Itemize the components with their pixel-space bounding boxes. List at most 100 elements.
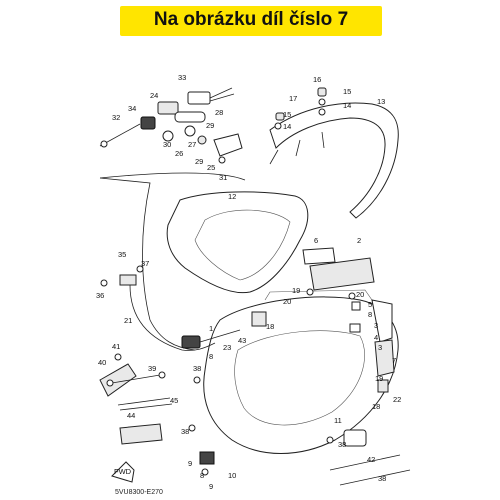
- part-38c-bolt: [188, 424, 196, 432]
- part-10-block: [199, 451, 215, 465]
- part-25-shape: [218, 156, 226, 164]
- callout-34: 34: [128, 104, 136, 113]
- fwd-label: FWD: [114, 467, 132, 476]
- callout-36: 36: [96, 291, 104, 300]
- diagram-code: 5VU8300-E270: [115, 489, 163, 496]
- callout-39: 39: [148, 364, 156, 373]
- part-44-pad: [119, 423, 163, 445]
- part-2-pad: [309, 257, 375, 291]
- part-16-cap: [317, 87, 327, 97]
- callout-23: 23: [223, 343, 231, 352]
- part-12-liner: [166, 191, 309, 294]
- callout-numbers: 33 24 34 28 32 29 30 26 27 29 25 31 16 1…: [96, 73, 401, 491]
- callout-4: 4: [374, 333, 378, 342]
- part-30-shape: [162, 130, 174, 142]
- part-3-clip: [349, 323, 361, 333]
- callout-14b: 14: [283, 122, 291, 131]
- part-29-shape: [213, 133, 243, 157]
- callout-29b: 29: [195, 157, 203, 166]
- callout-20b: 20: [356, 290, 364, 299]
- callout-38c: 38: [338, 440, 346, 449]
- part-19-bolt: [306, 288, 314, 296]
- callout-37: 37: [141, 259, 149, 268]
- part-15b-washer: [274, 122, 282, 130]
- callout-19b: 19: [375, 374, 383, 383]
- callout-44: 44: [127, 411, 135, 420]
- part-43-connector: [181, 335, 201, 349]
- inset-leader-line: [99, 177, 196, 351]
- part-36-bolt: [100, 279, 108, 287]
- callout-15: 15: [343, 87, 351, 96]
- part-45-strap: [117, 397, 173, 411]
- part-33-wire: [209, 87, 235, 102]
- part-1-storage-box: [203, 296, 399, 454]
- part-number-banner: Na obrázku díl číslo 7: [120, 6, 382, 36]
- part-15-washer: [318, 108, 326, 116]
- callout-30: 30: [163, 140, 171, 149]
- part-21-cable: [129, 284, 216, 351]
- callout-25: 25: [207, 163, 215, 172]
- callout-17: 17: [289, 94, 297, 103]
- part-27-shape: [197, 135, 207, 145]
- callout-38b: 38: [181, 427, 189, 436]
- callout-10: 10: [228, 471, 236, 480]
- callout-42: 42: [367, 455, 375, 464]
- callout-38: 38: [193, 364, 201, 373]
- part-39-end-a: [106, 379, 114, 387]
- part-13-mounts: [269, 131, 325, 165]
- part-39-end-b: [158, 371, 166, 379]
- fwd-arrow-icon: [111, 461, 135, 483]
- callout-9: 9: [188, 459, 192, 468]
- callout-1: 1: [209, 324, 213, 333]
- callout-12: 12: [228, 192, 236, 201]
- callout-9b: 9: [209, 482, 213, 491]
- callout-33: 33: [178, 73, 186, 82]
- callout-7: 7: [392, 356, 396, 365]
- callout-6: 6: [314, 236, 318, 245]
- part-1-inner-wall: [234, 330, 365, 426]
- callout-40: 40: [98, 358, 106, 367]
- part-32-end: [100, 140, 108, 148]
- callout-41: 41: [112, 342, 120, 351]
- callout-22: 22: [393, 395, 401, 404]
- part-8-bracket: [251, 311, 267, 327]
- part-38-bolt: [326, 436, 334, 444]
- part-42-pad: [343, 429, 367, 447]
- callout-18b: 18: [266, 322, 274, 331]
- callout-8: 8: [368, 310, 372, 319]
- banner-text: Na obrázku díl číslo 7: [153, 9, 349, 30]
- callout-13: 13: [377, 97, 385, 106]
- inset-separator-line: [99, 172, 246, 181]
- callout-20: 20: [283, 297, 291, 306]
- callout-35: 35: [118, 250, 126, 259]
- callout-3: 3: [374, 321, 378, 330]
- part-34-shape: [140, 116, 156, 130]
- callout-18: 18: [372, 402, 380, 411]
- part-37-bolt: [136, 265, 144, 273]
- part-40-bracket: [99, 363, 137, 397]
- callout-15b: 15: [283, 110, 291, 119]
- part-7-latch: [374, 339, 395, 377]
- callout-8b: 8: [209, 352, 213, 361]
- callout-24: 24: [150, 91, 158, 100]
- callout-5: 5: [368, 300, 372, 309]
- callout-11: 11: [334, 416, 342, 425]
- part-14-washer: [318, 98, 326, 106]
- callout-8c: 8: [200, 471, 204, 480]
- part-24-shape: [157, 101, 179, 115]
- part-20-bolt: [348, 292, 356, 300]
- part-1-rim: [264, 289, 373, 301]
- callout-2: 2: [357, 236, 361, 245]
- callout-3b: 3: [378, 343, 382, 352]
- part-35-bracket: [119, 274, 137, 286]
- callout-26: 26: [175, 149, 183, 158]
- callout-29: 29: [206, 121, 214, 130]
- part-4-clip: [351, 301, 361, 311]
- part-6-pad: [302, 247, 336, 265]
- callout-31: 31: [219, 173, 227, 182]
- callout-32: 32: [112, 113, 120, 122]
- part-23-wire: [199, 329, 241, 343]
- part-5-bracket: [371, 299, 393, 343]
- part-22-latch: [377, 379, 389, 393]
